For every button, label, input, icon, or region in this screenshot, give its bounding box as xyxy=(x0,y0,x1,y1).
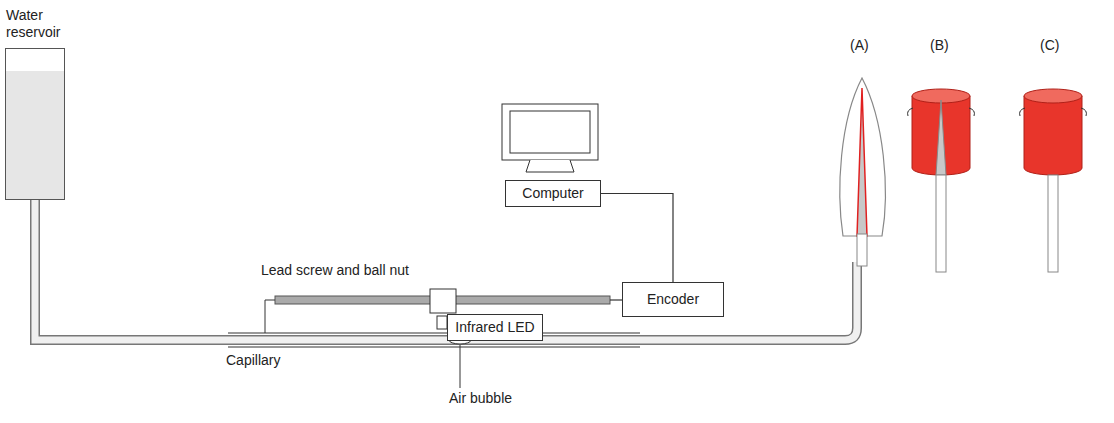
resin-cylinder xyxy=(1024,96,1082,175)
tooth xyxy=(840,78,886,236)
part-label: Air bubble xyxy=(449,390,512,407)
ball-nut xyxy=(430,289,456,313)
connector-line xyxy=(610,299,622,300)
cylinder-edge xyxy=(1020,108,1025,116)
cylinder-edge xyxy=(1081,108,1086,116)
monitor-screen xyxy=(510,111,590,153)
water-reservoir: Water reservoir xyxy=(5,48,65,200)
panel-label: (C) xyxy=(1040,37,1059,54)
wire xyxy=(265,300,275,333)
connector-line xyxy=(601,194,673,283)
leader-line xyxy=(460,345,461,388)
post xyxy=(857,234,867,266)
resin-cylinder xyxy=(912,96,970,175)
infrared-led-box: Infrared LED xyxy=(447,314,543,341)
encoder-box: Encoder xyxy=(622,282,724,317)
node-label: Computer xyxy=(522,185,583,202)
heading-label: Water reservoir xyxy=(6,7,86,41)
post xyxy=(1048,175,1058,272)
water-pipe xyxy=(35,199,857,340)
water-pipe-inner xyxy=(35,199,857,340)
node-label: Encoder xyxy=(647,291,699,308)
infrared-led-symbol xyxy=(437,316,447,329)
monitor xyxy=(502,104,598,160)
cylinder-edge xyxy=(908,108,913,116)
cylinder-edge xyxy=(969,108,974,116)
panel-label: (A) xyxy=(850,37,869,54)
part-label: Capillary xyxy=(226,352,280,369)
post xyxy=(936,100,946,175)
node-label: Infrared LED xyxy=(455,319,534,336)
post xyxy=(936,175,946,272)
lead-screw: Lead screw and ball nut xyxy=(275,296,610,304)
monitor-stand xyxy=(526,160,574,172)
panel-label: (B) xyxy=(930,37,949,54)
capillary-wall xyxy=(228,332,640,333)
root-canal-post xyxy=(857,88,867,236)
capillary-wall xyxy=(228,346,640,347)
cylinder-top xyxy=(1024,89,1082,103)
heading-label: Lead screw and ball nut xyxy=(261,262,461,279)
computer-box: Computer xyxy=(505,180,601,207)
